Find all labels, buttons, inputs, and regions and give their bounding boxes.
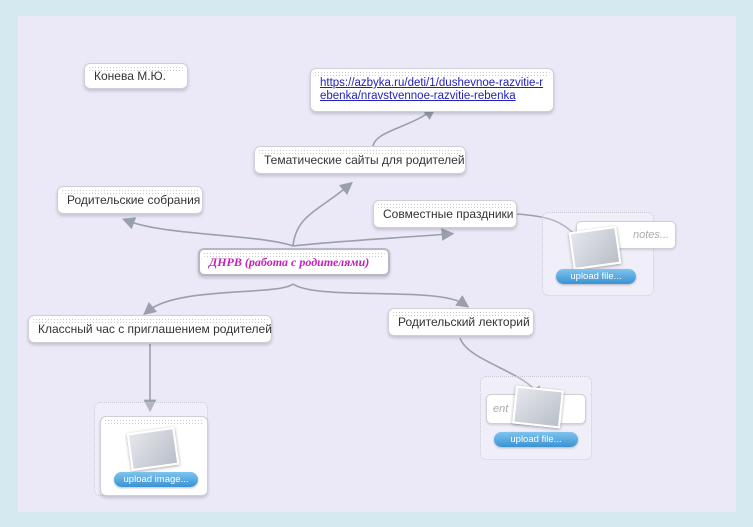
image-placeholder-icon [126, 426, 180, 472]
connector-sites-to-link [372, 107, 437, 147]
connector-central-to-sites [292, 181, 353, 247]
mindmap-canvas[interactable]: Конева М.Ю. https://azbyka.ru/deti/1/dus… [18, 16, 736, 512]
enter-placeholder: ent [493, 403, 509, 415]
upload-file-label: upload file... [570, 271, 622, 282]
lecture-node[interactable]: Родительский лекторий [388, 308, 534, 336]
link-node[interactable]: https://azbyka.ru/deti/1/dushevnoe-razvi… [310, 68, 554, 112]
photo-placeholder-icon [512, 385, 564, 429]
photo-placeholder-icon [568, 225, 622, 271]
upload-image-label: upload image... [123, 474, 189, 485]
connector-central-to-class-hour [143, 283, 294, 316]
lecture-label: Родительский лекторий [398, 315, 530, 329]
author-node[interactable]: Конева М.Ю. [84, 63, 188, 89]
notes-placeholder: notes... [633, 229, 670, 241]
sites-label: Тематические сайты для родителей [264, 153, 465, 167]
class-hour-node[interactable]: Классный час с приглашением родителей [28, 315, 272, 343]
class-hour-label: Классный час с приглашением родителей [38, 322, 272, 336]
upload-file-label: upload file... [510, 434, 562, 445]
connector-lines [122, 107, 583, 413]
upload-file-button-holidays[interactable]: upload file... [556, 269, 636, 284]
upload-image-button[interactable]: upload image... [114, 472, 198, 487]
holidays-node[interactable]: Совместные праздники [373, 200, 517, 228]
meetings-node[interactable]: Родительские собрания [57, 186, 203, 214]
author-label: Конева М.Ю. [94, 69, 166, 83]
central-topic-label: ДНРВ (работа с родителями) [209, 254, 370, 269]
connector-central-to-lecture [292, 283, 470, 308]
central-topic-node[interactable]: ДНРВ (работа с родителями) [198, 248, 390, 276]
upload-file-button-lecture[interactable]: upload file... [494, 432, 578, 447]
holidays-label: Совместные праздники [383, 207, 514, 221]
connector-central-to-meetings [122, 217, 294, 247]
azbyka-link[interactable]: https://azbyka.ru/deti/1/dushevnoe-razvi… [320, 77, 544, 102]
meetings-label: Родительские собрания [67, 193, 201, 207]
sites-node[interactable]: Тематические сайты для родителей [254, 146, 466, 174]
connector-central-to-holidays [292, 228, 455, 247]
